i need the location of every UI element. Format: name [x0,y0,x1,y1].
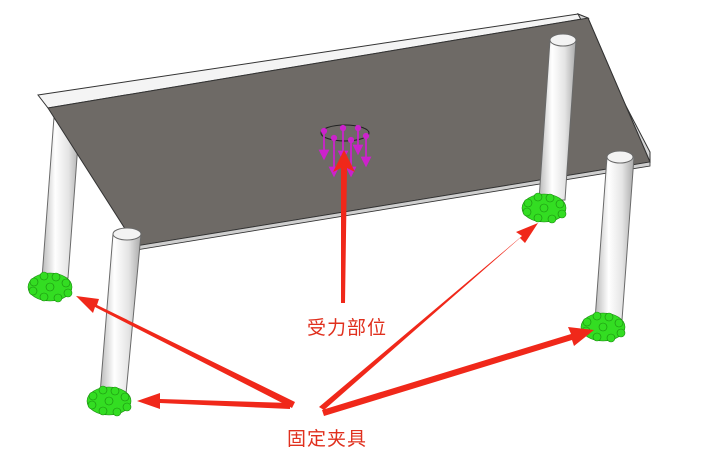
fixture-symbol-front-left [86,385,132,417]
leg-back-right [538,33,577,201]
arrow-fixture-front-left [137,393,290,409]
arrow-fixture-back-left [76,296,295,408]
fixture-label: 固定夹具 [287,428,368,450]
leg-front-right [594,150,635,321]
arrow-fixture-back-right [319,223,538,410]
fixture-symbol-back-right [521,192,567,224]
leg-front-left [99,227,142,395]
fixture-symbol-back-left [27,271,73,303]
load-label: 受力部位 [307,317,388,339]
annotation-arrows [76,150,594,416]
arrow-fixture-front-right [322,327,594,416]
arrow-load [333,150,355,303]
